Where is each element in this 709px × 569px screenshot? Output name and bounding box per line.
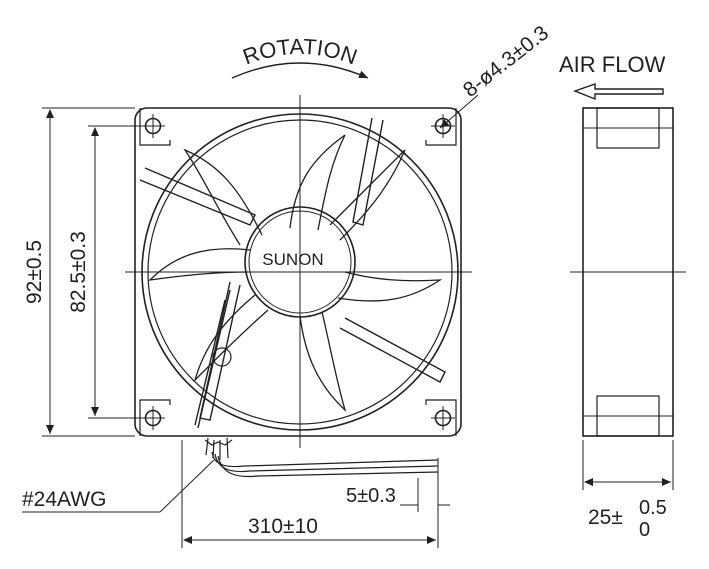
lead-wire-channel <box>204 347 233 460</box>
thickness-label: 25± <box>588 506 623 529</box>
rotation-label: ROTATION <box>240 34 361 70</box>
mounting-hole-bottom-right <box>425 399 457 436</box>
dimension-lead-length <box>181 440 436 548</box>
thickness-lower-tolerance: 0 <box>639 519 650 541</box>
strip-length-label: 5±0.3 <box>346 485 396 507</box>
lead-wires <box>211 451 439 478</box>
brand-logo-text: SUNON <box>262 250 323 269</box>
air-flow-arrow <box>573 83 664 101</box>
hole-spec-leader <box>439 94 479 129</box>
dimension-strip-length <box>400 458 450 548</box>
outer-size-label: 92±0.5 <box>23 240 46 304</box>
dimension-hole-pitch <box>88 125 145 419</box>
fan-side-view <box>570 107 686 437</box>
hole-pitch-label: 82.5±0.3 <box>67 231 90 313</box>
wire-gauge-label: #24AWG <box>22 488 106 511</box>
frame-struts <box>139 117 446 429</box>
wire-gauge-leader <box>22 459 215 513</box>
rotation-arrow <box>231 62 369 79</box>
dimension-thickness <box>582 440 674 490</box>
center-lines-front <box>125 95 472 448</box>
hole-spec-label: 8-ø4.3±0.3 <box>459 21 553 102</box>
air-flow-label: AIR FLOW <box>559 52 666 77</box>
lead-length-label: 310±10 <box>248 515 318 538</box>
thickness-upper-tolerance: 0.5 <box>639 497 667 519</box>
dimension-outer-size <box>42 107 135 437</box>
